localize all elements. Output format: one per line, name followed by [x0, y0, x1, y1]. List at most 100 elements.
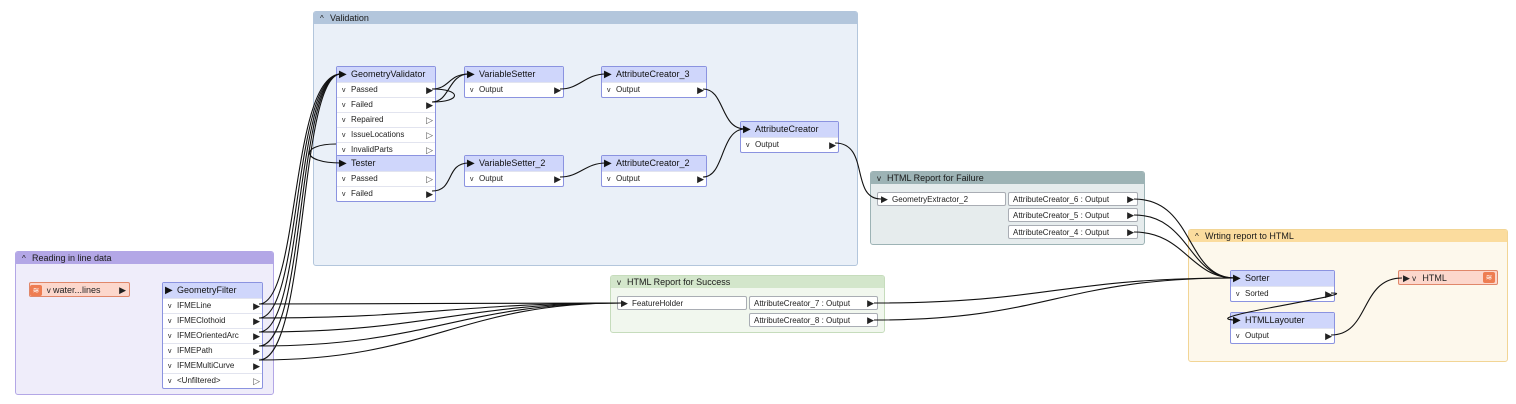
writer-feature-type[interactable]: ▶ v HTML ≋	[1398, 270, 1498, 285]
bookmark-output-port[interactable]: AttributeCreator_5 : Output▶	[1008, 208, 1138, 222]
chevron-down-icon[interactable]: v	[44, 286, 53, 295]
port-arrow-icon[interactable]: ▶	[253, 346, 260, 356]
port-arrow-icon[interactable]: ▶	[1325, 289, 1332, 299]
port-arrow-icon[interactable]: ▶	[253, 316, 260, 326]
port-arrow-icon[interactable]: ▷	[426, 115, 433, 125]
input-port-arrow-icon[interactable]: ▶	[604, 158, 612, 169]
collapse-caret-icon[interactable]: ^	[1195, 232, 1199, 241]
port-arrow-icon[interactable]: ▶	[253, 301, 260, 311]
port-arrow-icon[interactable]: ▷	[253, 376, 260, 386]
input-port-arrow-icon[interactable]: ▶	[881, 194, 888, 204]
bookmark-input-port[interactable]: ▶FeatureHolder	[617, 296, 747, 310]
input-port-arrow-icon[interactable]: ▶	[339, 69, 347, 80]
transformer-header[interactable]: ▶GeometryFilter	[163, 283, 262, 298]
bookmark-input-port[interactable]: ▶GeometryExtractor_2	[877, 192, 1006, 206]
transformer-header[interactable]: ▶AttributeCreator_2	[602, 156, 706, 171]
port-arrow-icon[interactable]: ▶	[1127, 210, 1134, 220]
port-arrow-icon[interactable]: ▶	[426, 100, 433, 110]
port-arrow-icon[interactable]: ▶	[1325, 331, 1332, 341]
port-arrow-icon[interactable]: ▶	[426, 189, 433, 199]
input-port-arrow-icon[interactable]: ▶	[1403, 273, 1410, 283]
port-arrow-icon[interactable]: ▶	[867, 315, 874, 325]
input-port-arrow-icon[interactable]: ▶	[1233, 273, 1241, 284]
input-port-arrow-icon[interactable]: ▶	[467, 158, 475, 169]
output-port-arrow-icon[interactable]: ▶	[119, 285, 126, 295]
output-port[interactable]: v<Unfiltered>▷	[163, 373, 262, 388]
bookmark-output-port[interactable]: AttributeCreator_7 : Output▶	[749, 296, 878, 310]
transformer-header[interactable]: ▶VariableSetter_2	[465, 156, 563, 171]
input-port-arrow-icon[interactable]: ▶	[1233, 315, 1241, 326]
transformer-header[interactable]: ▶GeometryValidator	[337, 67, 435, 82]
input-port-arrow-icon[interactable]: ▶	[604, 69, 612, 80]
port-arrow-icon[interactable]: ▶	[697, 85, 704, 95]
transformer-header[interactable]: ▶AttributeCreator	[741, 122, 838, 137]
transformer-header[interactable]: ▶Tester	[337, 156, 435, 171]
collapse-caret-icon[interactable]: v	[877, 174, 881, 183]
collapse-caret-icon[interactable]: ^	[22, 254, 26, 263]
collapse-caret-icon[interactable]: ^	[320, 14, 324, 23]
port-arrow-icon[interactable]: ▶	[554, 174, 561, 184]
input-port-arrow-icon[interactable]: ▶	[467, 69, 475, 80]
bookmark-output-port[interactable]: AttributeCreator_6 : Output▶	[1008, 192, 1138, 206]
chevron-down-icon[interactable]: v	[1409, 274, 1419, 283]
port-arrow-icon[interactable]: ▶	[1127, 194, 1134, 204]
reader-feature-type[interactable]: ≋ v water...lines ▶	[29, 282, 130, 297]
port-arrow-icon[interactable]: ▶	[253, 361, 260, 371]
bookmark-output-port[interactable]: AttributeCreator_8 : Output▶	[749, 313, 878, 327]
port-arrow-icon[interactable]: ▶	[426, 85, 433, 95]
port-arrow-icon[interactable]: ▷	[426, 174, 433, 184]
transformer-header[interactable]: ▶HTMLLayouter	[1231, 313, 1334, 328]
input-port-arrow-icon[interactable]: ▶	[621, 298, 628, 308]
input-port-arrow-icon[interactable]: ▶	[165, 285, 173, 296]
input-port-arrow-icon[interactable]: ▶	[339, 158, 347, 169]
port-arrow-icon[interactable]: ▷	[426, 145, 433, 155]
transformer-header[interactable]: ▶VariableSetter	[465, 67, 563, 82]
port-arrow-icon[interactable]: ▶	[253, 331, 260, 341]
port-arrow-icon[interactable]: ▶	[697, 174, 704, 184]
port-arrow-icon[interactable]: ▶	[554, 85, 561, 95]
port-arrow-icon[interactable]: ▷	[426, 130, 433, 140]
port-arrow-icon[interactable]: ▶	[829, 140, 836, 150]
bookmark-header[interactable]: ^Wrting report to HTML	[1189, 230, 1507, 242]
transformer-header[interactable]: ▶Sorter	[1231, 271, 1334, 286]
bookmark-output-port[interactable]: AttributeCreator_4 : Output▶	[1008, 225, 1138, 239]
collapse-caret-icon[interactable]: v	[617, 278, 621, 287]
bookmark-header[interactable]: ^Validation	[314, 12, 857, 24]
port-arrow-icon[interactable]: ▶	[1127, 227, 1134, 237]
input-port-arrow-icon[interactable]: ▶	[743, 124, 751, 135]
transformer-header[interactable]: ▶AttributeCreator_3	[602, 67, 706, 82]
bookmark-header[interactable]: ^Reading in line data	[16, 252, 273, 264]
port-arrow-icon[interactable]: ▶	[867, 298, 874, 308]
